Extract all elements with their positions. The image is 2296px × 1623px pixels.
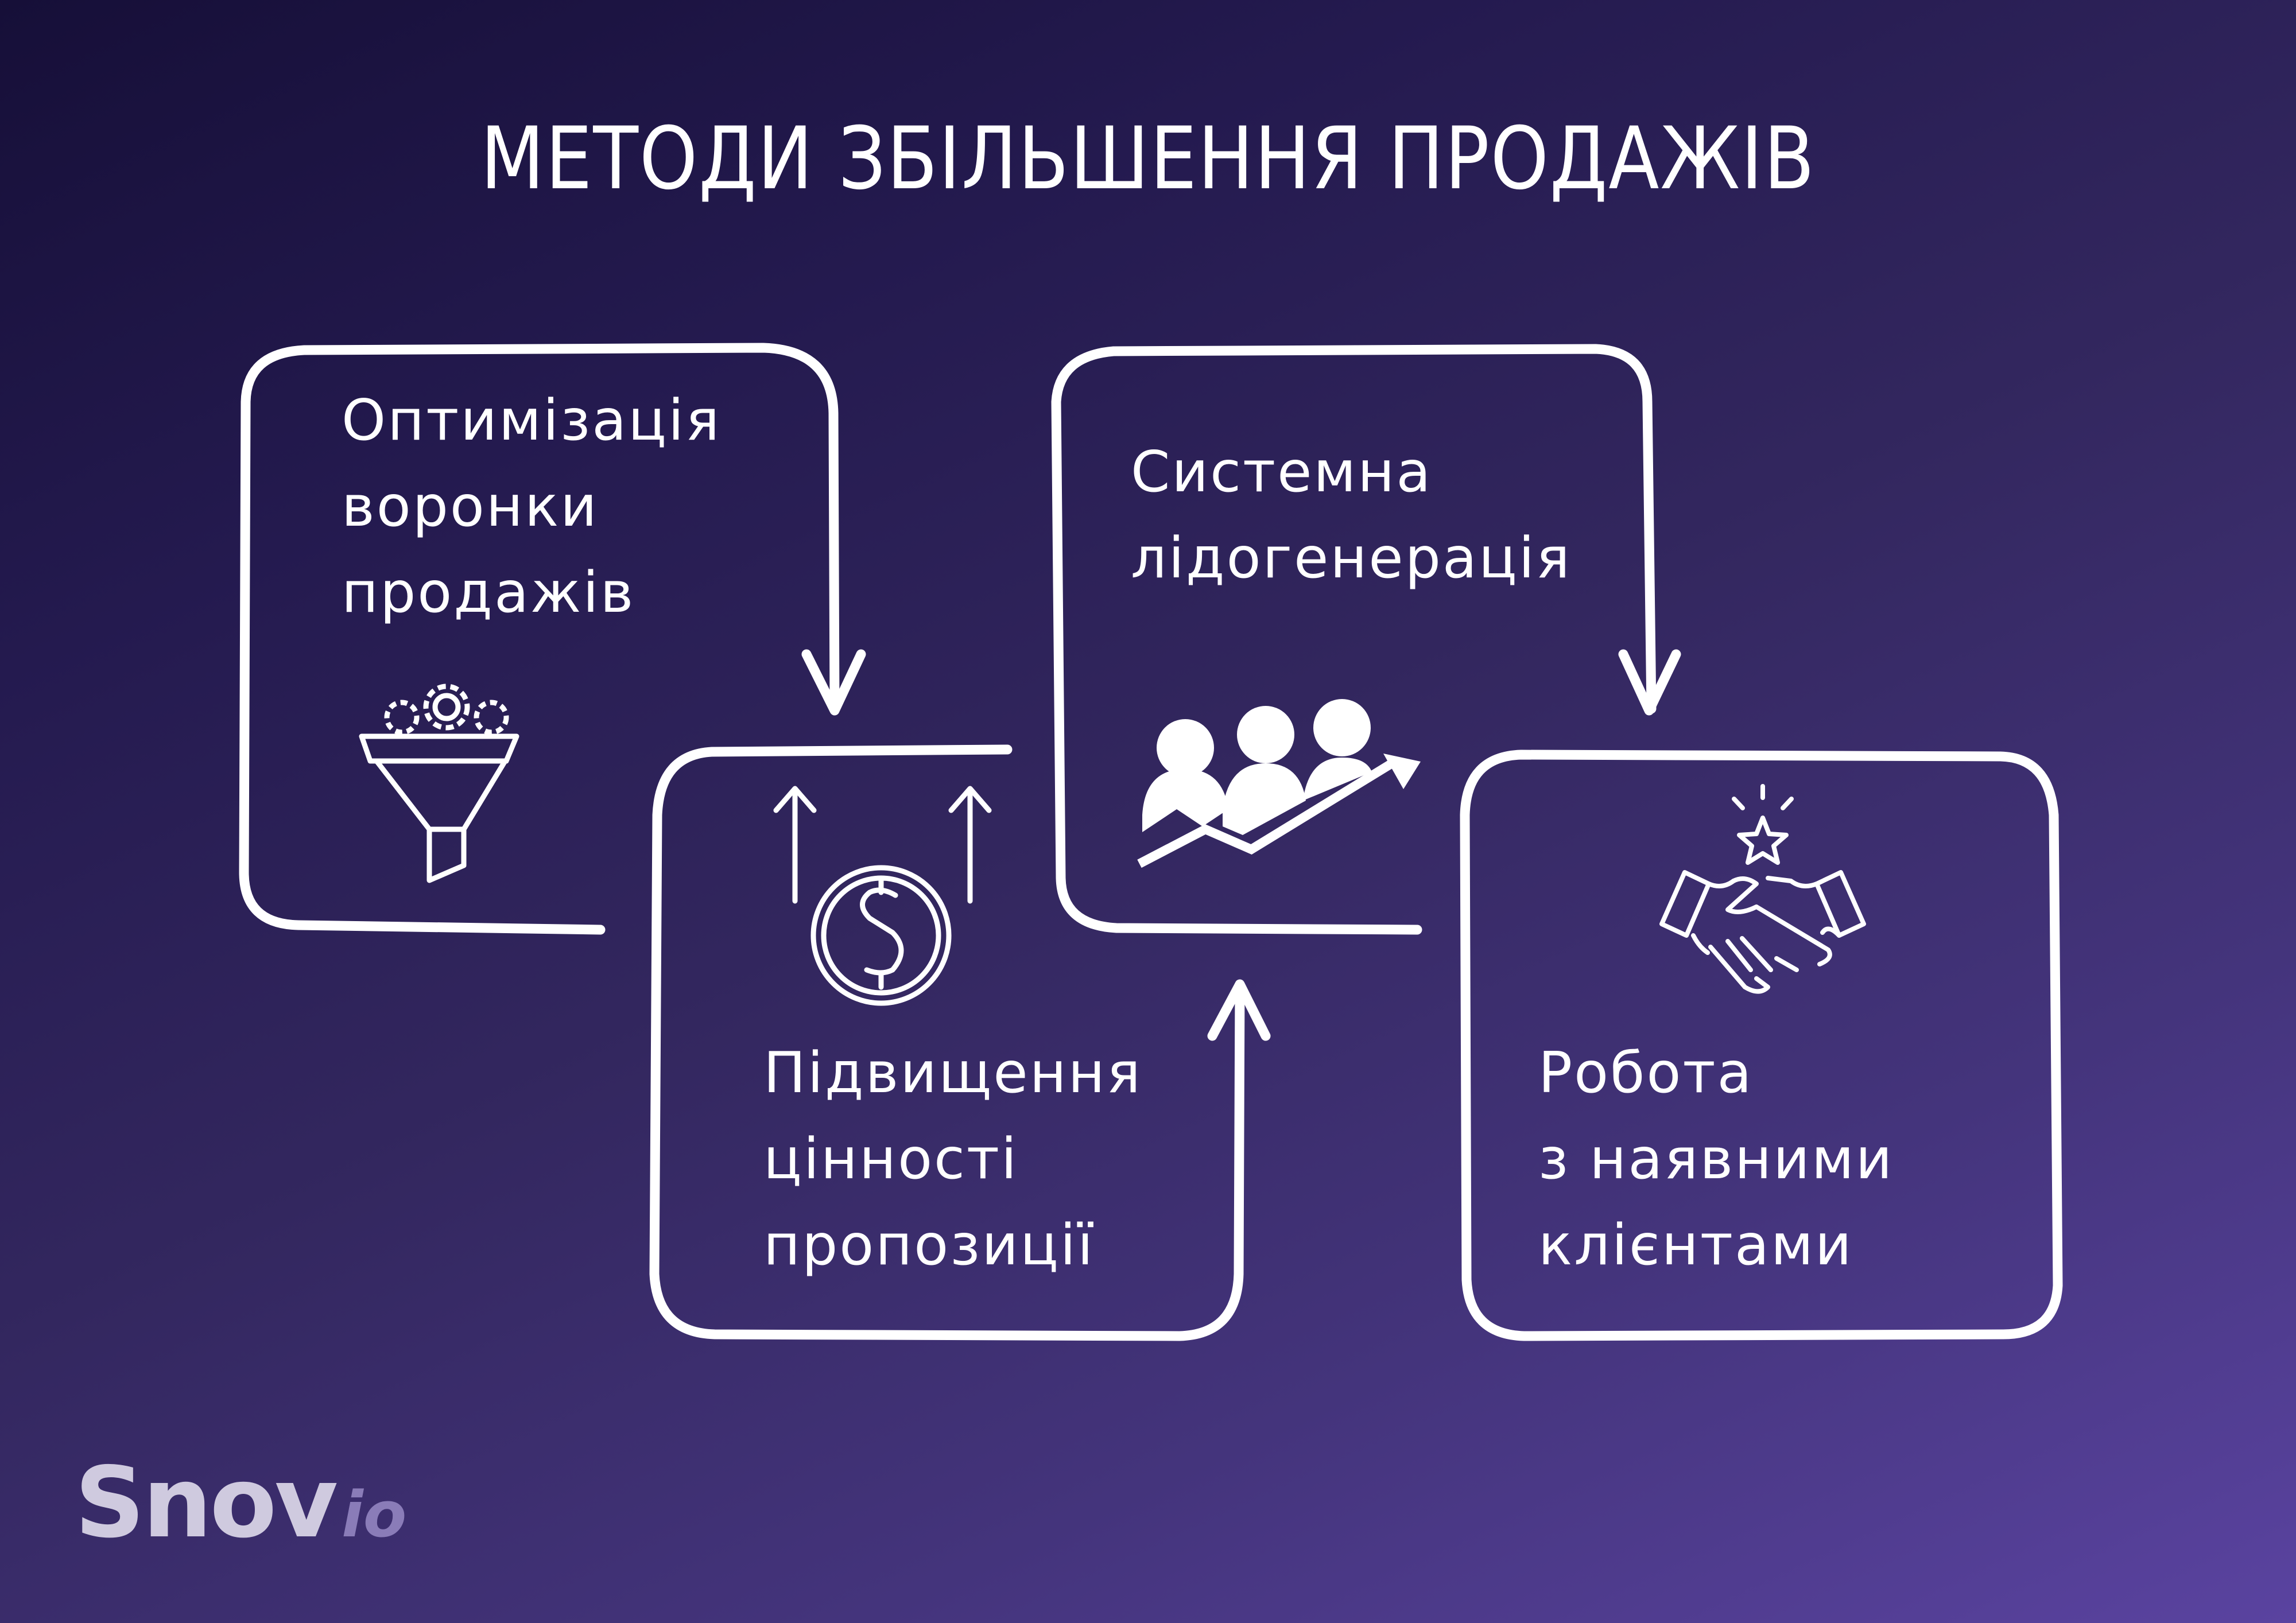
logo-main-text: Snov <box>75 1446 338 1560</box>
box-1-outline <box>239 343 840 935</box>
step-3-label: Системна лідогенерація <box>1131 440 1572 591</box>
snovio-logo: Snovio <box>75 1446 406 1560</box>
arrow-down-3-icon <box>1618 649 1681 716</box>
page-title: МЕТОДИ ЗБІЛЬШЕННЯ ПРОДАЖІВ <box>480 109 1816 209</box>
handshake-star-icon <box>1659 784 1866 994</box>
arrow-down-1-icon <box>801 649 866 716</box>
box-4-outline <box>1460 750 2063 1341</box>
people-growth-chart-icon <box>1137 699 1421 868</box>
box-3-outline <box>1051 344 1657 935</box>
step-2-label: Підвищення цінності пропозиції <box>763 1040 1142 1278</box>
logo-suffix-text: io <box>342 1478 407 1551</box>
box-2-outline <box>649 744 1245 1341</box>
arrow-up-2-icon <box>1207 979 1271 1041</box>
funnel-gears-icon <box>359 684 519 883</box>
coin-dollar-arrows-up-icon <box>773 786 992 1006</box>
step-4-label: Робота з наявними клієнтами <box>1538 1040 1894 1278</box>
step-1-label: Оптимізація воронки продажів <box>342 388 722 626</box>
